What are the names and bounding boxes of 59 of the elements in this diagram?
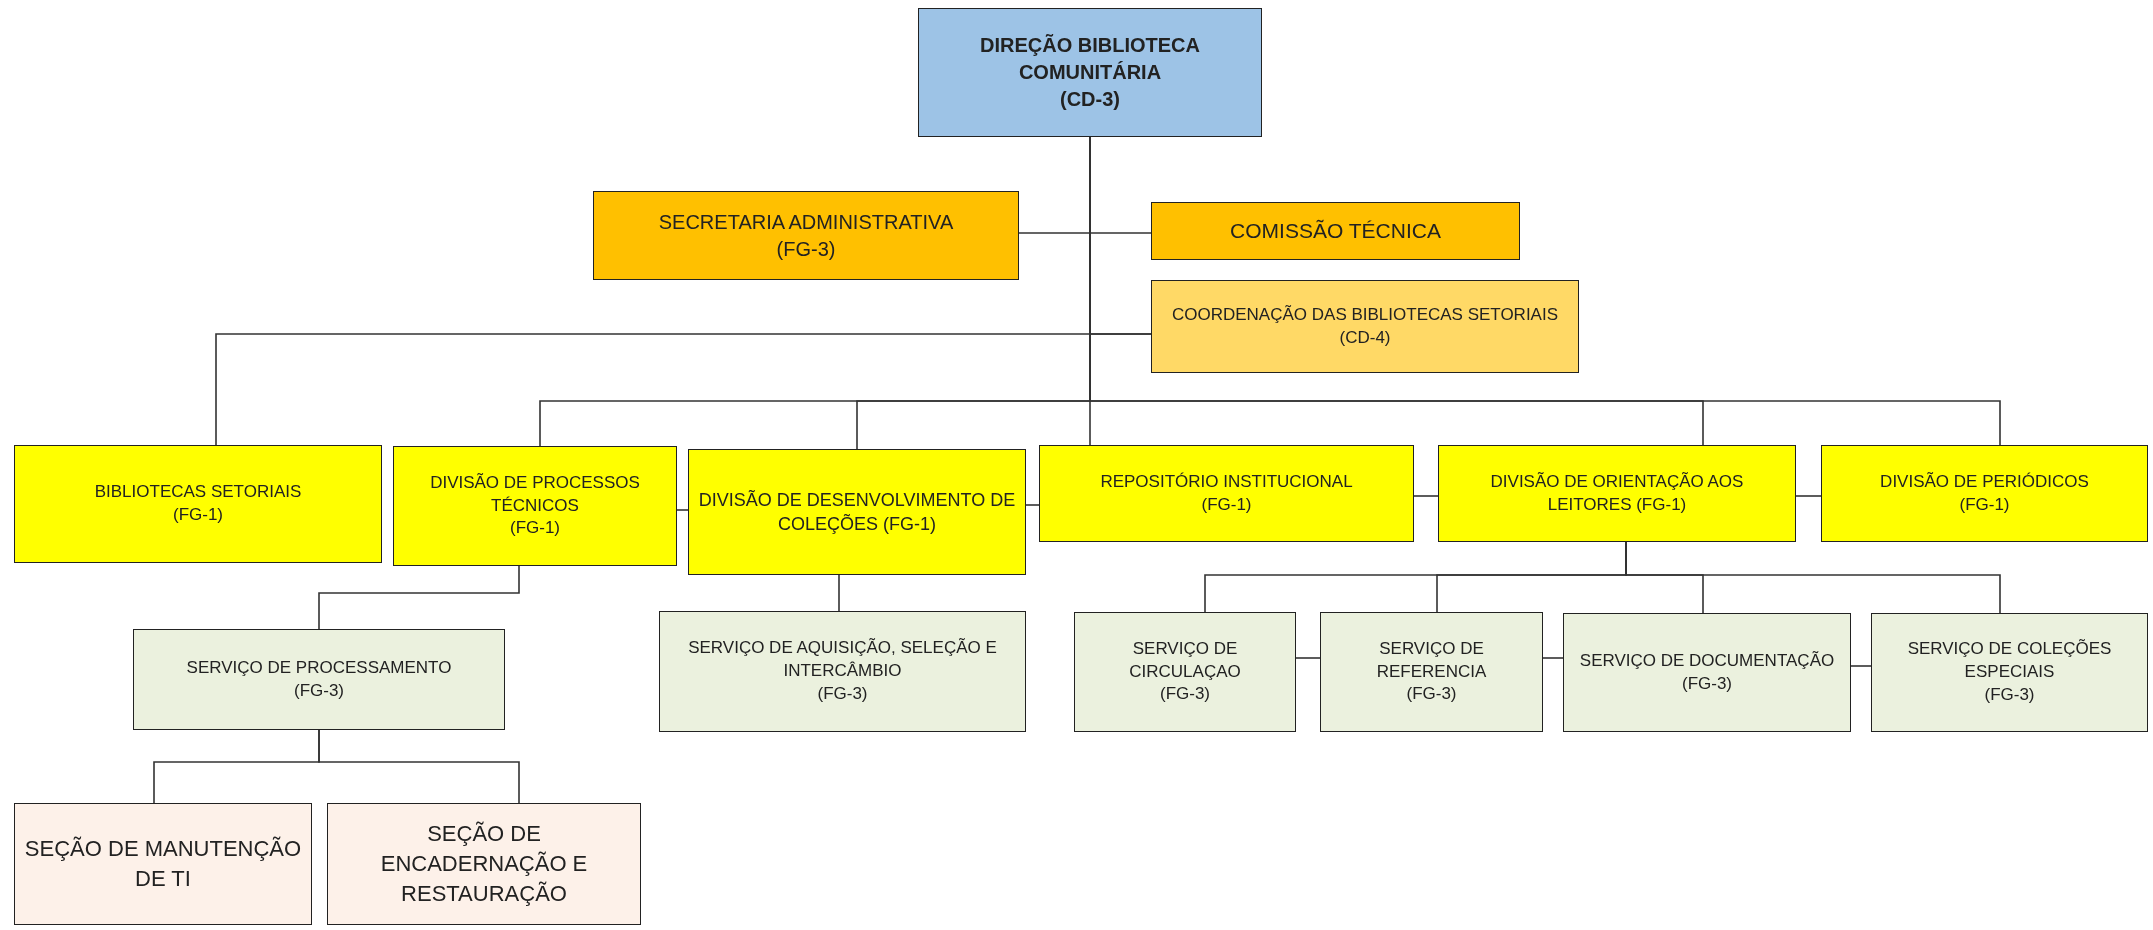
unit-name: COORDENAÇÃO DAS BIBLIOTECAS SETORIAIS (CD-4) (1170, 303, 1560, 349)
unit-name: DIVISÃO DE DESENVOLVIMENTO DE COLEÇÕES (FG-1) (697, 488, 1017, 536)
connector-line (1850, 665, 1872, 667)
unit-name: SERVIÇO DE COLEÇÕES ESPECIAIS (1906, 638, 2113, 684)
org-unit-box (1438, 445, 1796, 542)
org-unit-box (327, 803, 641, 925)
unit-name: DIVISÃO DE ORIENTAÇÃO AOS LEITORES (FG-1) (1489, 470, 1745, 516)
unit-name: SEÇÃO DE MANUTENÇÃO DE TI (23, 835, 303, 893)
unit-name: SERVIÇO DE DOCUMENTAÇÃO (1579, 649, 1835, 672)
unit-code: (FG-1) (509, 517, 560, 540)
unit-code: (FG-1) (172, 504, 223, 526)
org-unit-box (688, 449, 1026, 575)
connector-line (1542, 657, 1564, 659)
unit-code: (FG-3) (1159, 683, 1210, 706)
org-unit-box (1151, 202, 1520, 260)
unit-code: (CD-3) (1060, 87, 1120, 112)
connector-line (1025, 504, 1040, 506)
org-unit-box (1821, 445, 2148, 542)
unit-code: (FG-3) (1984, 683, 2035, 706)
org-unit-box (593, 191, 1019, 280)
unit-code: (FG-3) (817, 682, 868, 705)
connector-line (318, 565, 520, 630)
unit-name: DIREÇÃO BIBLIOTECA COMUNITÁRIA (979, 33, 1201, 85)
connector-line (1795, 495, 1822, 497)
org-unit-box (1151, 280, 1579, 373)
connector-line (215, 333, 1152, 446)
unit-name: REPOSITÓRIO INSTITUCIONAL (1100, 470, 1353, 493)
unit-name: SERVIÇO DE CIRCULAÇAO (1128, 637, 1242, 683)
unit-name: SERVIÇO DE PROCESSAMENTO (186, 656, 452, 679)
unit-name: SERVIÇO DE REFERENCIA (1375, 637, 1488, 683)
connector-line (676, 509, 689, 511)
unit-code: (FG-3) (1681, 672, 1732, 695)
unit-code: (FG-3) (776, 236, 836, 262)
unit-code: (FG-1) (1959, 493, 2010, 516)
connector-line (1413, 495, 1439, 497)
unit-name: BIBLIOTECAS SETORIAIS (94, 481, 302, 504)
unit-name: SEÇÃO DE ENCADERNAÇÃO E RESTAURAÇÃO (379, 820, 589, 908)
unit-name: SECRETARIA ADMINISTRATIVA (658, 209, 954, 235)
org-unit-box (918, 8, 1262, 137)
unit-name: SERVIÇO DE AQUISIÇÃO, SELEÇÃO E INTERCÂMBIO (687, 637, 998, 683)
org-unit-box (1871, 613, 2148, 732)
org-unit-box (133, 629, 505, 730)
org-unit-box (393, 446, 677, 566)
unit-code: (FG-3) (293, 679, 344, 702)
org-unit-box (1320, 612, 1543, 732)
unit-name: DIVISÃO DE PROCESSOS TÉCNICOS (429, 471, 641, 517)
unit-code: (FG-3) (1406, 683, 1457, 706)
unit-code: (FG-1) (1201, 493, 1252, 516)
org-unit-box (14, 803, 312, 925)
org-unit-box (1074, 612, 1296, 732)
org-unit-box (1563, 613, 1851, 732)
connector-line (838, 574, 840, 612)
org-unit-box (1039, 445, 1414, 542)
unit-name: DIVISÃO DE PERIÓDICOS (1880, 470, 2089, 493)
org-unit-box (14, 445, 382, 563)
connector-line (1295, 657, 1321, 659)
org-unit-box (659, 611, 1026, 732)
connector-line (318, 729, 520, 804)
unit-name: COMISSÃO TÉCNICA (1230, 217, 1441, 244)
